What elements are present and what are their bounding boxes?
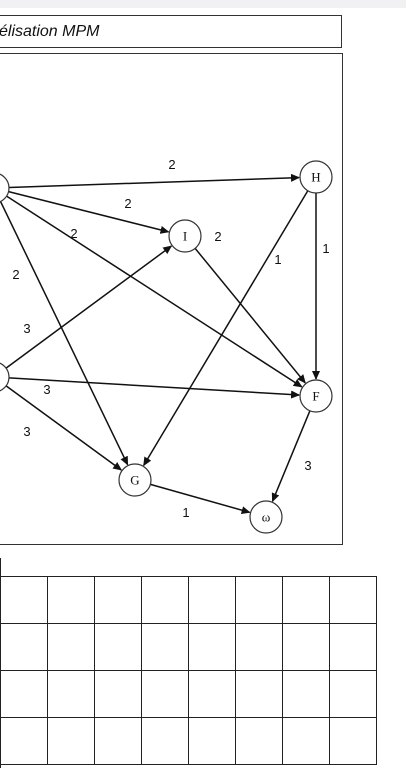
edge-weight-label: 2 xyxy=(168,157,175,172)
edge-I-F xyxy=(194,247,306,384)
node-F xyxy=(299,379,333,413)
table-cell xyxy=(141,576,189,624)
node-left_top xyxy=(0,173,10,203)
edge-G-omega xyxy=(150,483,251,515)
table-cell xyxy=(188,576,236,624)
node-I xyxy=(168,219,202,253)
edge-H-G xyxy=(143,190,309,467)
table-cell xyxy=(141,717,189,765)
table-cell xyxy=(188,670,236,718)
table-cell xyxy=(94,576,142,624)
top-bar xyxy=(0,0,406,8)
node-label-H: H xyxy=(311,170,320,185)
edge-left_top-H xyxy=(8,173,301,189)
edge-weight-label: 3 xyxy=(43,382,50,397)
node-label-omega: ω xyxy=(262,510,271,525)
table-cell xyxy=(141,670,189,718)
edge-left_top-F xyxy=(6,195,303,388)
table-cell xyxy=(188,623,236,671)
table-cell xyxy=(282,670,330,718)
table-cell xyxy=(329,623,377,671)
edge-weight-label: 3 xyxy=(23,424,30,439)
table-cell xyxy=(94,670,142,718)
node-omega xyxy=(249,500,283,534)
table-cell xyxy=(235,670,283,718)
table-cell xyxy=(47,717,95,765)
edge-left_bottom-F xyxy=(8,377,301,399)
edge-left_bottom-I xyxy=(5,245,173,369)
mpm-table xyxy=(0,576,377,765)
edge-weight-label: 2 xyxy=(70,226,77,241)
edge-weight-label: 3 xyxy=(23,321,30,336)
edge-left_top-I xyxy=(8,190,170,234)
table-cell xyxy=(235,623,283,671)
edge-weight-label: 1 xyxy=(182,505,189,520)
edge-weight-label: 2 xyxy=(12,267,19,282)
table-cell xyxy=(0,576,48,624)
table-cell xyxy=(94,717,142,765)
edge-F-omega xyxy=(271,410,311,503)
edge-weight-label: 3 xyxy=(304,458,311,473)
node-left_bottom xyxy=(0,362,10,392)
table-cell xyxy=(188,717,236,765)
table-row xyxy=(0,717,377,765)
edge-weight-label: 1 xyxy=(274,252,281,267)
table-row xyxy=(0,623,377,671)
table-cell xyxy=(0,717,48,765)
table-cell xyxy=(329,670,377,718)
section-title: élisation MPM xyxy=(0,23,100,40)
table-cell xyxy=(94,623,142,671)
table-cell xyxy=(0,670,48,718)
table-cell xyxy=(47,670,95,718)
edge-left_top-G xyxy=(0,201,129,466)
table-cell xyxy=(329,576,377,624)
title-box: élisation MPM xyxy=(0,15,342,48)
table-cell xyxy=(47,576,95,624)
edge-weight-label: 1 xyxy=(322,241,329,256)
edge-left_bottom-G xyxy=(5,385,123,471)
node-label-G: G xyxy=(130,473,139,488)
table-row xyxy=(0,670,377,718)
edge-weight-label: 2 xyxy=(214,229,221,244)
edge-weight-label: 2 xyxy=(124,196,131,211)
table-cell xyxy=(329,717,377,765)
mpm-network-diagram: H I F Gω 2 2 2 2 3 3 3 2 1 1 3 1 xyxy=(0,157,333,534)
table-cell xyxy=(282,576,330,624)
table-cell xyxy=(0,623,48,671)
node-G xyxy=(118,463,152,497)
diagram-frame xyxy=(0,53,343,545)
table-row xyxy=(0,576,377,624)
node-label-I: I xyxy=(183,229,187,244)
table-cell xyxy=(235,576,283,624)
table-cell xyxy=(235,717,283,765)
table-cell xyxy=(141,623,189,671)
node-H xyxy=(299,160,333,194)
table-cell xyxy=(282,717,330,765)
table-cell xyxy=(47,623,95,671)
table-cell xyxy=(282,623,330,671)
node-label-F: F xyxy=(312,389,319,404)
